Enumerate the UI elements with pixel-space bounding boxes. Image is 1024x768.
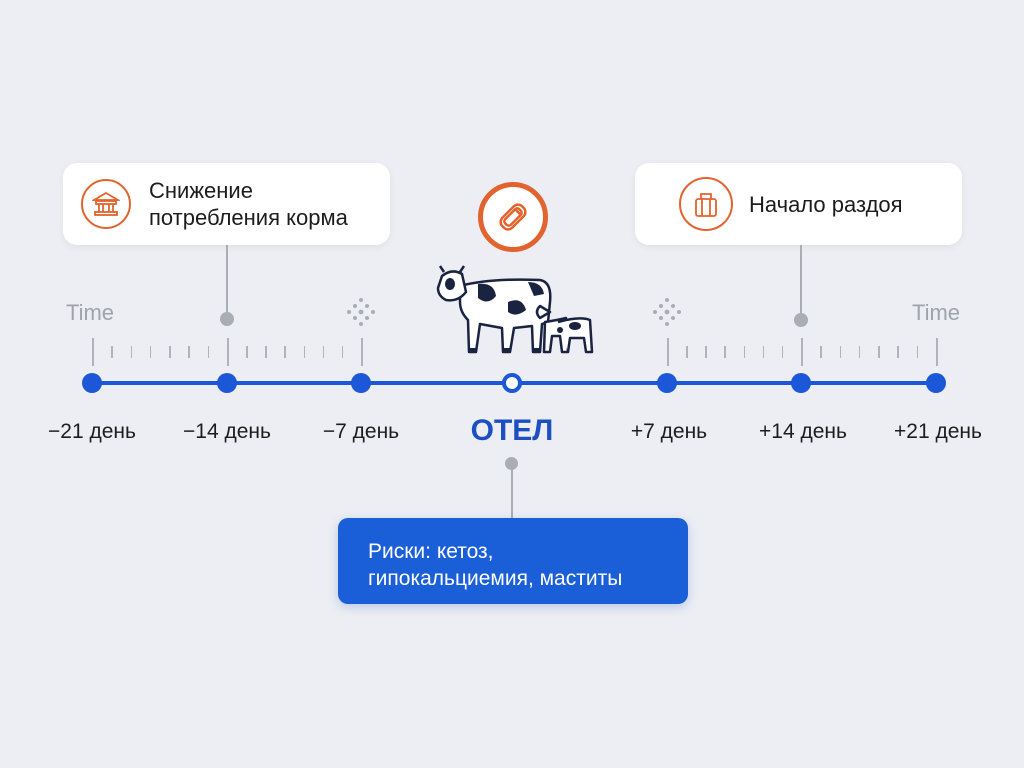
minor-tick bbox=[839, 346, 842, 358]
timeline-node-plus7[interactable] bbox=[657, 373, 677, 393]
minor-tick bbox=[724, 346, 726, 358]
label-minus14: −14 день bbox=[183, 420, 271, 443]
risk-line1: Риски: кетоз, bbox=[368, 540, 494, 563]
minor-tick bbox=[111, 346, 113, 358]
minor-tick bbox=[341, 346, 344, 358]
feed-intake-line1: Снижение bbox=[149, 178, 253, 203]
axis-label-left: Time bbox=[65, 300, 115, 325]
sparkle-dots-icon bbox=[653, 298, 681, 326]
minor-tick bbox=[820, 346, 822, 358]
minor-tick bbox=[878, 346, 880, 358]
axis-label-right: Time bbox=[911, 300, 961, 325]
major-tick bbox=[361, 338, 363, 366]
label-minus7: −7 день bbox=[322, 420, 400, 443]
minor-tick bbox=[265, 346, 267, 358]
connector-dot bbox=[505, 457, 518, 470]
minor-tick bbox=[762, 346, 765, 358]
connector-line bbox=[226, 245, 228, 318]
timeline-node-calving[interactable] bbox=[502, 373, 522, 393]
risk-line2: гипокальциемия, маститы bbox=[368, 567, 623, 590]
sparkle-dots-icon bbox=[347, 298, 375, 326]
cow-and-calf-illustration bbox=[436, 265, 594, 354]
connector-dot bbox=[220, 312, 234, 326]
timeline-node-minus7[interactable] bbox=[351, 373, 371, 393]
minor-tick bbox=[149, 346, 152, 358]
major-tick bbox=[92, 338, 94, 366]
label-plus7: +7 день bbox=[630, 420, 708, 443]
minor-tick bbox=[322, 346, 325, 358]
label-plus21: +21 день bbox=[894, 420, 982, 443]
minor-tick bbox=[897, 346, 899, 358]
lactation-start-text: Начало раздоя bbox=[749, 191, 903, 217]
major-tick bbox=[667, 338, 669, 366]
timeline-node-plus14[interactable] bbox=[791, 373, 811, 393]
minor-tick bbox=[743, 346, 746, 358]
bag-icon bbox=[679, 177, 733, 231]
pill-icon bbox=[478, 182, 548, 252]
minor-tick bbox=[169, 346, 171, 358]
minor-tick bbox=[858, 346, 861, 358]
major-tick bbox=[936, 338, 938, 366]
minor-tick bbox=[705, 346, 707, 358]
minor-tick bbox=[246, 346, 248, 358]
minor-tick bbox=[303, 346, 306, 358]
connector-line bbox=[800, 245, 802, 320]
major-tick bbox=[801, 338, 803, 366]
timeline-node-minus21[interactable] bbox=[82, 373, 102, 393]
feed-intake-line2: потребления корма bbox=[149, 205, 348, 230]
label-minus21: −21 день bbox=[48, 420, 136, 443]
minor-tick bbox=[207, 346, 210, 358]
connector-line bbox=[511, 466, 513, 518]
minor-tick bbox=[781, 346, 784, 358]
label-plus14: +14 день bbox=[759, 420, 847, 443]
feed-intake-card: Снижение потребления корма bbox=[63, 163, 390, 245]
minor-tick bbox=[916, 346, 919, 358]
major-tick bbox=[227, 338, 229, 366]
risk-box: Риски: кетоз, гипокальциемия, маститы bbox=[338, 518, 688, 604]
timeline-node-minus14[interactable] bbox=[217, 373, 237, 393]
minor-tick bbox=[686, 346, 688, 358]
label-calving: ОТЕЛ bbox=[470, 414, 554, 447]
barn-icon bbox=[81, 179, 131, 229]
lactation-start-card: Начало раздоя bbox=[635, 163, 962, 245]
minor-tick bbox=[188, 346, 190, 358]
connector-dot bbox=[794, 313, 808, 327]
timeline-node-plus21[interactable] bbox=[926, 373, 946, 393]
minor-tick bbox=[130, 346, 133, 358]
minor-tick bbox=[284, 346, 286, 358]
